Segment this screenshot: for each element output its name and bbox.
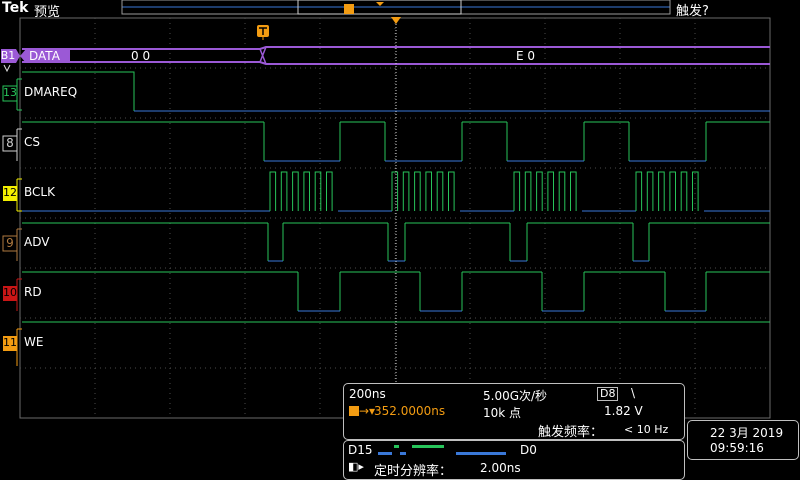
trigger-source-badge[interactable]: D8	[597, 387, 619, 401]
channel-label-rd: RD	[24, 285, 42, 299]
bclk-burst	[635, 171, 699, 211]
date-display: 22 3月 2019	[710, 426, 784, 440]
bclk-burst	[513, 171, 577, 211]
timing-resolution-label: 定时分辨率：	[374, 464, 453, 479]
bus-trace-bottom	[22, 61, 770, 65]
trigger-status: 触发?	[676, 4, 709, 19]
trace-dmareq-high	[22, 71, 135, 111]
channel-markers[interactable]	[1, 49, 70, 366]
channel-label-dmareq: DMAREQ	[24, 85, 78, 99]
channel-id-12: 12	[3, 186, 17, 199]
overview-trigger-icon	[344, 4, 354, 14]
trigger-position-marker[interactable]	[391, 17, 401, 24]
record-length-value: 10k 点	[483, 406, 522, 420]
timebase-value[interactable]: 200ns	[349, 387, 386, 401]
digital-traces	[22, 46, 770, 323]
digital-low-label: D0	[520, 443, 537, 457]
trace-bclk-pulses	[269, 171, 699, 211]
acquisition-mode: 预览	[34, 5, 61, 20]
acquisition-panel[interactable]: 200ns 5.00G次/秒 D8 \ →▾ 352.0000ns 10k 点 …	[343, 383, 685, 440]
channel-marker-11	[3, 336, 17, 351]
channel-id-13: 13	[3, 86, 17, 99]
bus-badge: B1	[0, 49, 16, 62]
channel-label-we: WE	[24, 335, 44, 349]
digital-high-label: D15	[348, 443, 373, 457]
record-overview[interactable]	[121, 0, 671, 15]
channel-marker-12	[3, 186, 17, 201]
trigger-point-icon	[257, 25, 269, 40]
timing-resolution-value: 2.00ns	[480, 461, 521, 475]
trace-rd-high	[22, 271, 770, 311]
graticule	[19, 17, 771, 419]
trigger-position-value[interactable]: 352.0000ns	[374, 404, 446, 418]
channel-id-11: 11	[3, 336, 17, 349]
time-display: 09:59:16	[710, 441, 764, 455]
bus-label: DATA	[29, 49, 60, 63]
trace-adv-high	[22, 222, 770, 261]
channel-marker-10	[3, 286, 17, 301]
trigger-frequency-value: < 10 Hz	[624, 423, 669, 436]
trigger-frequency-label: 触发频率：	[538, 425, 604, 440]
channel-id-10: 10	[3, 286, 17, 299]
channel-id-8: 8	[6, 136, 14, 150]
trigger-slope-icon: \	[631, 386, 636, 400]
bus-value-0: 0 0	[131, 49, 151, 63]
brand-logo: Tek	[2, 0, 29, 16]
resolution-icon: ◧▸	[348, 460, 364, 473]
bus-trace-top	[22, 46, 770, 50]
clock-panel: 22 3月 2019 09:59:16	[687, 420, 799, 460]
bus-marker-b1	[1, 49, 70, 73]
digital-channels-panel[interactable]: D15 D0 ◧▸ 定时分辨率： 2.00ns	[343, 440, 685, 480]
channel-id-9: 9	[6, 236, 14, 250]
bus-value-1: E 0	[516, 49, 536, 63]
channel-label-adv: ADV	[24, 235, 50, 249]
trigger-level-value: 1.82 V	[604, 404, 643, 418]
channel-label-cs: CS	[24, 135, 40, 149]
channel-label-bclk: BCLK	[24, 185, 55, 199]
trace-cs-high	[22, 121, 770, 161]
trigger-position-icon: →▾	[349, 404, 375, 418]
bclk-burst	[269, 171, 333, 211]
bclk-burst	[391, 171, 455, 211]
digital-activity-bar	[378, 445, 506, 455]
sample-rate-value: 5.00G次/秒	[483, 389, 548, 403]
